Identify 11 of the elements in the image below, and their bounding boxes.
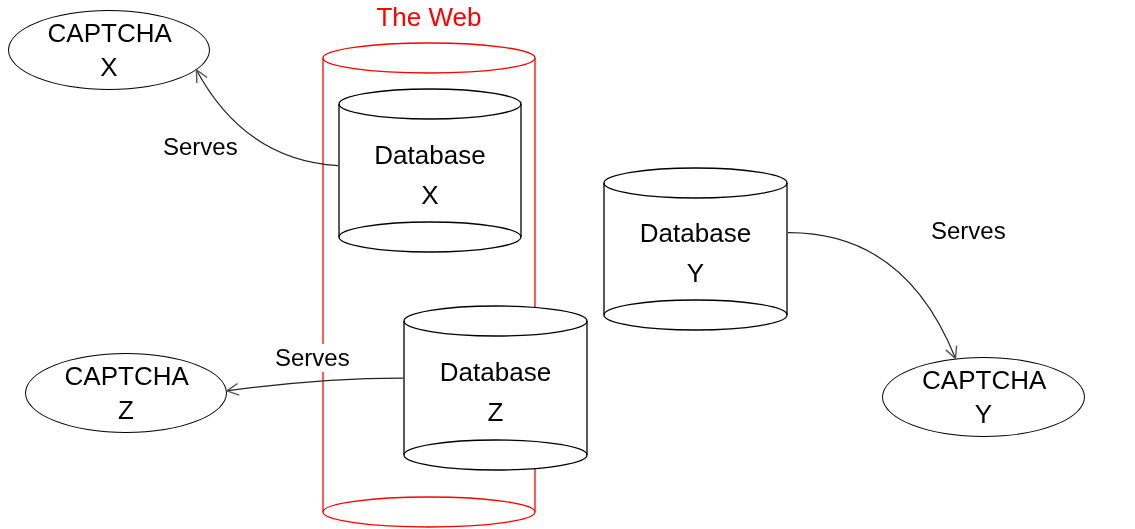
database-label: Database X [374, 138, 486, 212]
edge-label: Serves [274, 344, 351, 372]
database-label: Database Y [639, 217, 752, 290]
curved-arrow [787, 232, 957, 360]
database-label: Database Z [439, 356, 552, 429]
captcha-label: CAPTCHA Y [922, 364, 1045, 431]
curved-arrow [226, 377, 404, 396]
captcha-label: CAPTCHA X [47, 17, 171, 84]
web-title: The Web [376, 2, 482, 32]
curved-arrow [195, 69, 339, 167]
captcha-label: CAPTCHA Z [64, 360, 188, 427]
